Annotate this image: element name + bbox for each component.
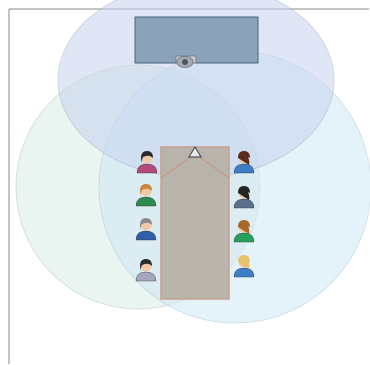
participant-right-2-icon	[233, 186, 255, 209]
participant-right-3-icon	[233, 220, 255, 243]
wall-display	[134, 16, 259, 64]
table-microphone-icon	[187, 145, 203, 158]
participant-left-1-icon	[136, 151, 158, 174]
participants	[135, 151, 255, 282]
participant-left-4-icon	[135, 259, 157, 282]
camera-icon	[175, 55, 197, 68]
conference-table	[160, 146, 230, 300]
participant-left-3-icon	[135, 218, 157, 241]
participant-right-1-icon	[233, 151, 255, 174]
microphone-beams	[160, 153, 230, 179]
participant-left-2-icon	[135, 184, 157, 207]
participant-right-4-icon	[233, 255, 255, 278]
